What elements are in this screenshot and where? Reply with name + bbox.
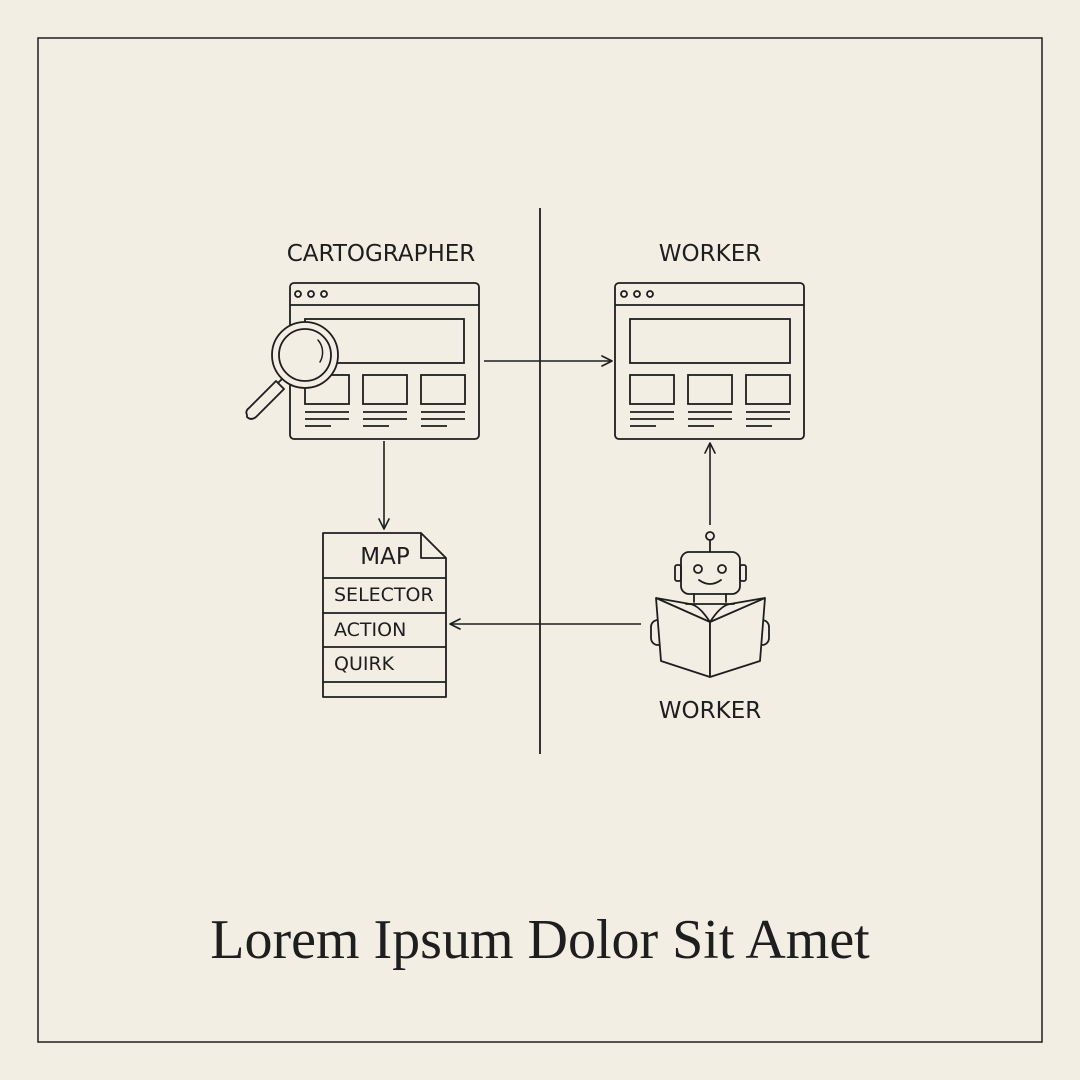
map-title: MAP — [360, 544, 410, 570]
caption: Lorem Ipsum Dolor Sit Amet — [210, 909, 870, 971]
map-row-action: ACTION — [334, 619, 407, 641]
magnifying-glass-icon — [245, 321, 339, 420]
map-row-selector: SELECTOR — [334, 584, 434, 606]
map-row-quirk: QUIRK — [334, 653, 395, 675]
document-icon — [322, 532, 447, 698]
worker-top-label: WORKER — [658, 241, 762, 267]
browser-window-icon — [614, 282, 805, 440]
outer-frame — [37, 37, 1043, 1043]
open-book-icon — [655, 597, 766, 678]
worker-bottom-label: WORKER — [658, 698, 762, 724]
cartographer-label: CARTOGRAPHER — [286, 241, 476, 267]
